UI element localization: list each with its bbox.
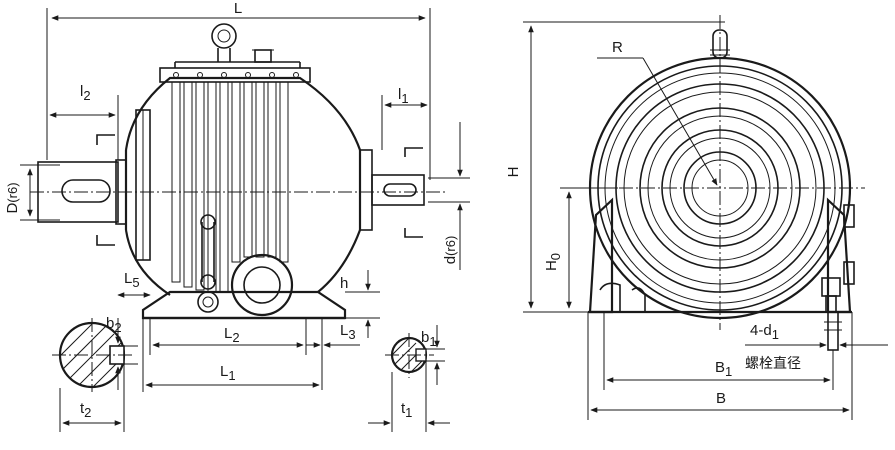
dimension-L: L <box>46 0 431 58</box>
dimension-L2: L2 <box>149 318 307 355</box>
label-t1: t1 <box>401 400 412 420</box>
label-L3: L3 <box>340 322 356 342</box>
label-L2: L2 <box>224 325 240 345</box>
output-shaft <box>371 174 425 206</box>
label-R: R <box>612 39 623 56</box>
label-L5: L5 <box>124 270 140 290</box>
dimension-R: R <box>597 39 718 186</box>
dimension-D: D(r6) <box>4 164 60 221</box>
output-shaft-section: b1 t1 <box>368 325 450 432</box>
dimension-L3: L3 <box>306 318 360 390</box>
label-H0: H0 <box>543 253 563 271</box>
label-4-d1: 4-d1 <box>750 322 779 342</box>
dimension-d: d(r6) <box>428 122 470 270</box>
label-D: D(r6) <box>4 182 21 213</box>
dimension-L1: L1 <box>142 318 320 392</box>
dimension-B1: B1 <box>603 312 834 390</box>
dimension-B: B <box>587 312 853 420</box>
label-L1: L1 <box>220 363 236 383</box>
label-h: h <box>340 275 348 292</box>
label-H: H <box>505 167 522 178</box>
base-feet <box>141 290 347 320</box>
dimension-L5: L5 <box>117 270 151 298</box>
side-view: H H0 <box>505 15 888 420</box>
cooling-fins <box>171 72 299 293</box>
label-l1: l1 <box>398 86 409 106</box>
section-marks <box>96 134 423 246</box>
label-t2: t2 <box>80 400 91 420</box>
bolt-callout: 4-d1 螺栓直径 <box>745 322 888 371</box>
dimension-H: H <box>505 21 725 313</box>
label-B: B <box>716 390 726 407</box>
label-L: L <box>234 0 242 17</box>
label-l2: l2 <box>80 83 91 103</box>
label-d: d(r6) <box>442 236 459 265</box>
dimension-h: h <box>340 270 380 338</box>
label-bolt-diameter: 螺栓直径 <box>745 355 801 371</box>
dimension-l2: l2 <box>46 58 119 160</box>
dimension-l1: l1 <box>381 40 431 180</box>
reducer-housing <box>124 23 373 317</box>
label-B1: B1 <box>715 359 732 379</box>
label-b1: b1 <box>421 329 437 349</box>
pedestal-base <box>588 197 855 351</box>
label-b2: b2 <box>106 315 122 335</box>
input-shaft-section: b2 t2 <box>52 315 138 432</box>
front-view: L l2 l1 D(r6) <box>4 0 470 392</box>
